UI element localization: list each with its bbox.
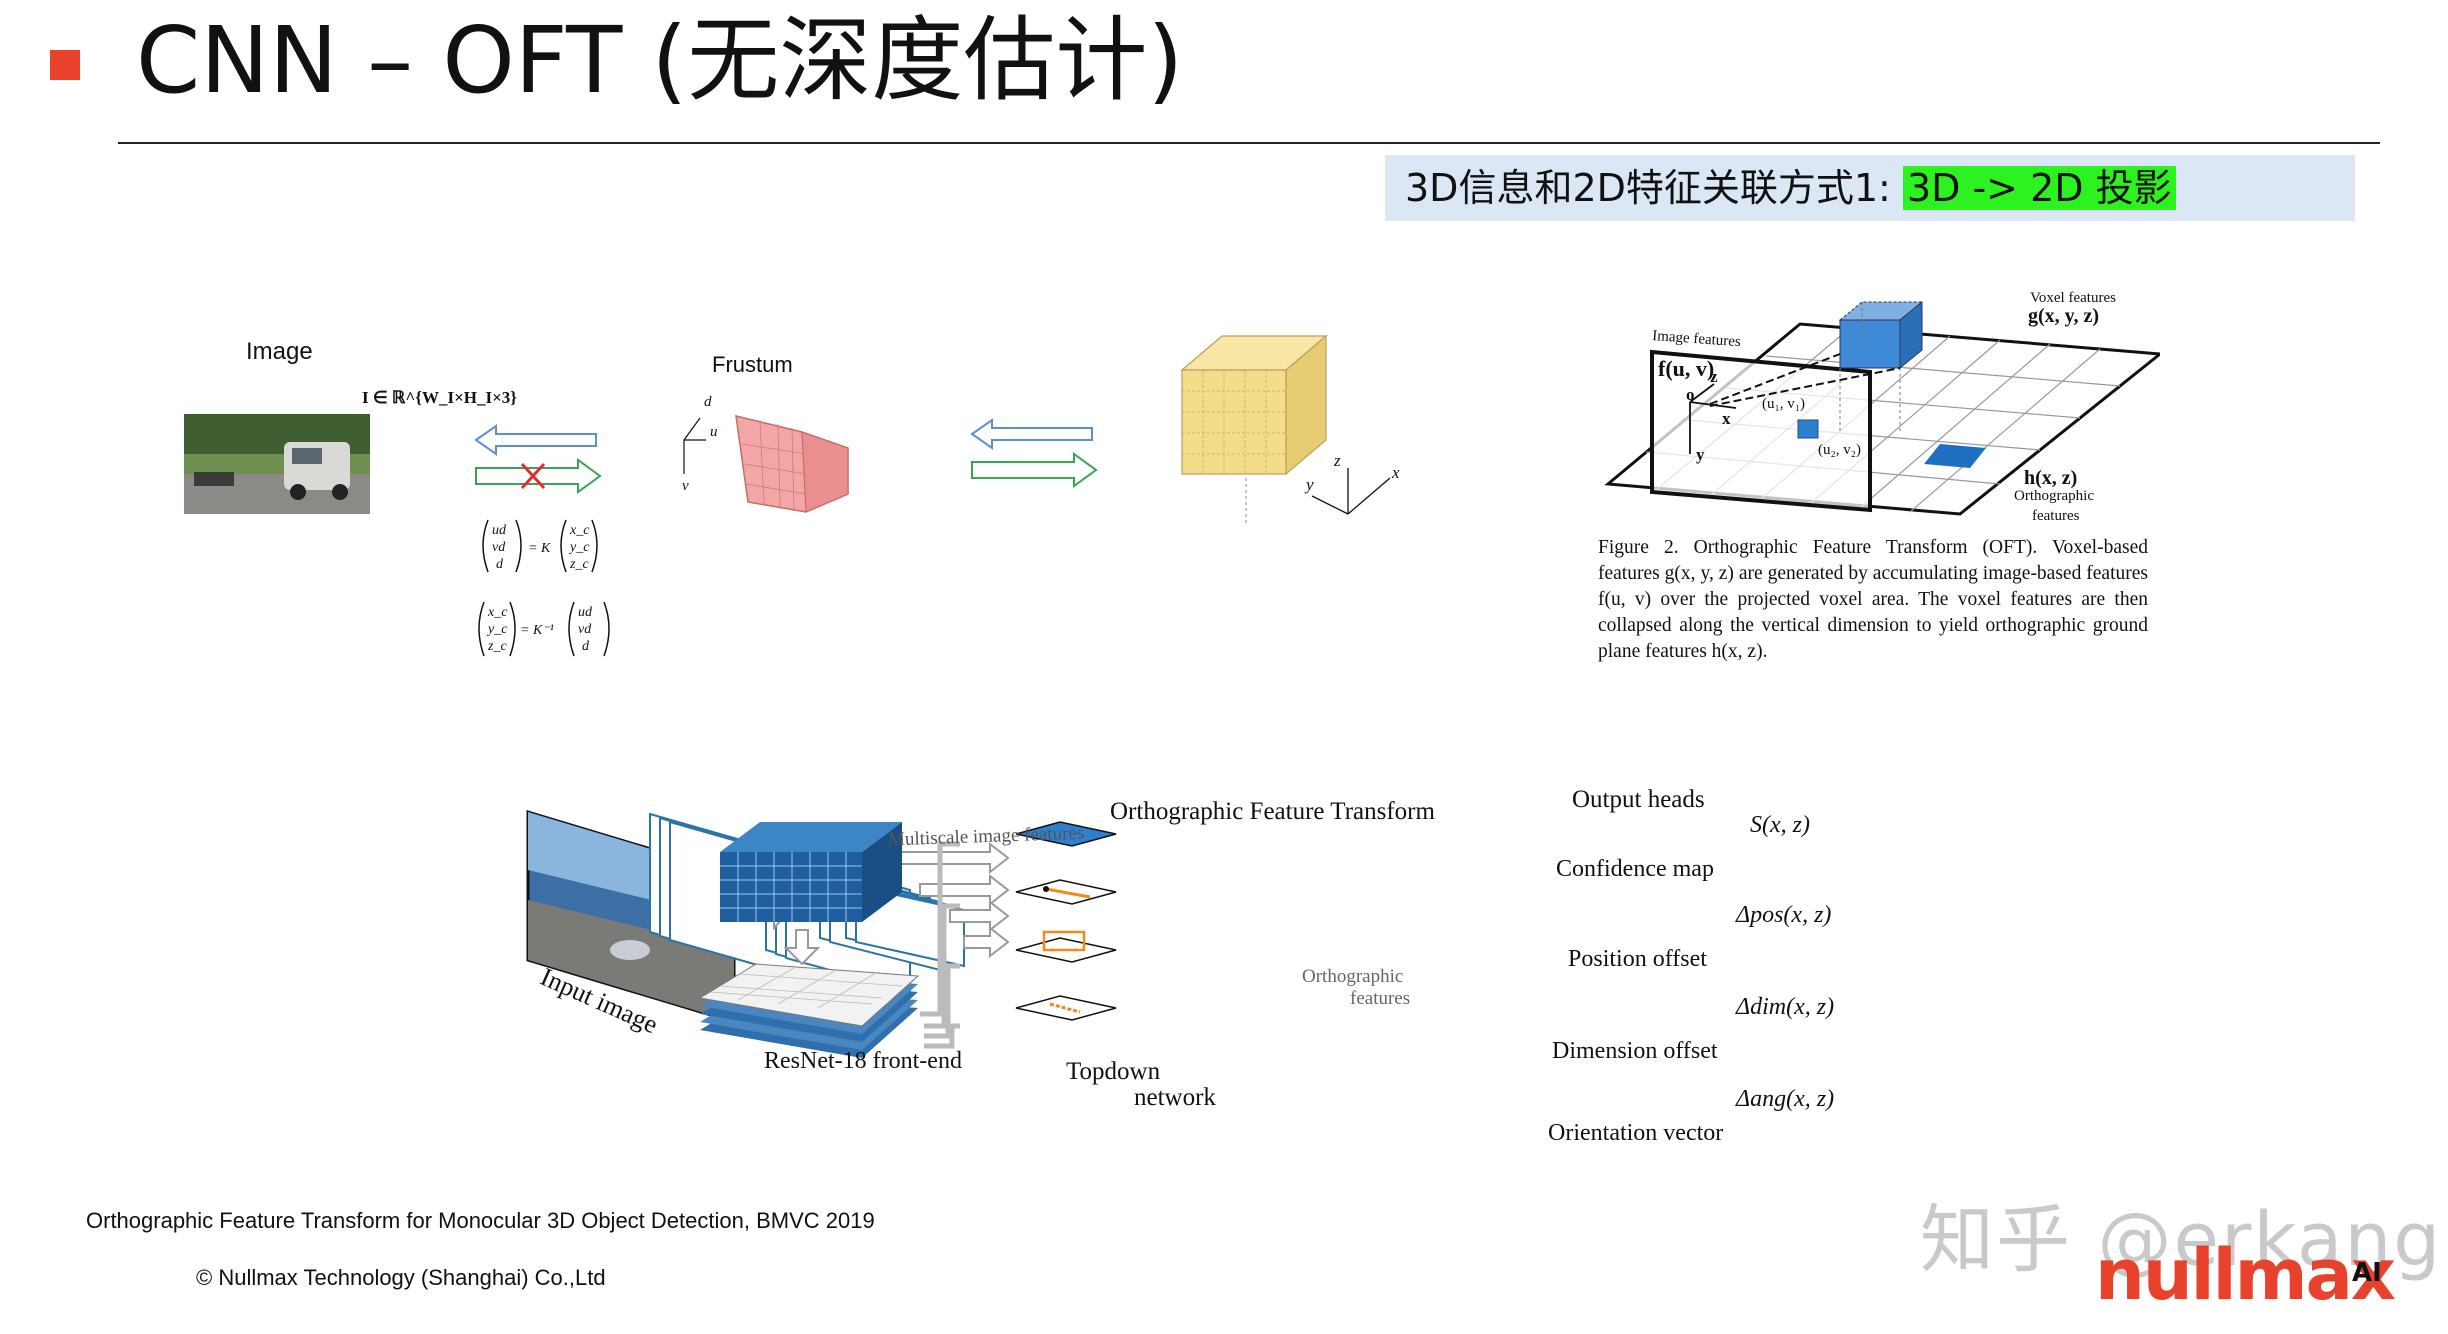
image-features-label: Image features: [1652, 328, 1742, 350]
axis-o: o: [1686, 385, 1695, 404]
projection-equations: ud vd d = K x_c y_c z_c x_c y_c z_c = K⁻…: [478, 519, 610, 657]
eq2-lhs-2: z_c: [487, 639, 507, 654]
callout-box: [1385, 155, 2355, 221]
topdown-label-2: network: [1134, 1084, 1216, 1111]
eq2-rhs-2: d: [582, 639, 590, 654]
f-uv-label: f(u, v): [1658, 356, 1714, 381]
head-0-label: Confidence map: [1556, 856, 1714, 882]
eq1-lhs-1: vd: [492, 540, 506, 555]
h-xz-label: h(x, z): [2024, 467, 2077, 489]
frustum-grid: [741, 419, 807, 511]
frustum-cube-arrows: [970, 418, 1098, 488]
voxel-features-label: Voxel features: [2030, 290, 2116, 306]
axis-x: x: [1722, 409, 1731, 428]
oft-pipeline-diagram: [526, 809, 1117, 1058]
forward-arrow-green: [475, 458, 602, 494]
frustum-axis-d: d: [704, 394, 712, 410]
voxel-cell: [1838, 300, 1924, 434]
head-3-label: Orientation vector: [1548, 1120, 1724, 1146]
orthographic-cell: [1924, 444, 1986, 468]
axis-z: z: [1710, 367, 1718, 386]
logo-ai-mark: AI: [2352, 1258, 2382, 1288]
eq1-lhs-2: d: [496, 557, 504, 572]
output-connectors: [920, 841, 960, 1049]
head-1-label: Position offset: [1568, 946, 1707, 972]
cube-grid: [1182, 370, 1286, 474]
frustum-axes: [683, 417, 706, 474]
projected-area: [1797, 419, 1819, 439]
road-image: [184, 414, 370, 514]
cube-axes: [1311, 468, 1391, 515]
cube-axis-z: z: [1333, 451, 1341, 470]
frustum-axis-v: v: [682, 478, 689, 494]
features-label: features: [2032, 508, 2080, 524]
frustum-label: Frustum: [712, 352, 793, 377]
head-2-formula: Δdim(x, z): [1736, 994, 1835, 1020]
image-frustum-arrows: [474, 424, 602, 494]
eq1-rhs-2: z_c: [569, 557, 589, 572]
eq2-rhs-1: vd: [578, 622, 592, 637]
topdown-stack: [698, 963, 920, 1058]
slide-title: CNN – OFT (无深度估计): [136, 7, 1184, 114]
figure-caption: Figure 2. Orthographic Feature Transform…: [1598, 537, 2148, 662]
uv1-label: (u₁, v₁): [1762, 396, 1805, 412]
oft-figure: o x y z f(u, v) g(x, y, z) h(x, z) Image…: [1604, 290, 2160, 524]
callout-highlight: 3D -> 2D 投影: [1902, 166, 2176, 210]
cube-axis-y: y: [1304, 475, 1314, 494]
cross-mark-icon: [520, 462, 546, 490]
cube-axis-x: x: [1391, 463, 1400, 482]
head-2-label: Dimension offset: [1552, 1038, 1718, 1064]
output-heads-label: Output heads: [1572, 786, 1705, 813]
image-plane: [1650, 349, 1872, 513]
eq2-lhs-0: x_c: [487, 605, 508, 620]
orientation-vector-icon: [1015, 995, 1117, 1021]
eq2-op: = K⁻¹: [520, 623, 554, 638]
frustum-axis-u: u: [710, 424, 718, 440]
title-divider: [118, 142, 2380, 144]
eq2-lhs-1: y_c: [486, 622, 508, 637]
topdown-label-1: Topdown: [1066, 1058, 1161, 1085]
paper-reference: Orthographic Feature Transform for Monoc…: [86, 1208, 875, 1233]
nullmax-logo: nullmax: [2095, 1234, 2396, 1316]
uv2-label: (u₂, v₂): [1818, 442, 1861, 458]
ortho-features-label-2: features: [1350, 988, 1411, 1009]
axis-y: y: [1696, 445, 1705, 464]
callout-prefix: 3D信息和2D特征关联方式1:: [1405, 166, 1903, 210]
confidence-map-icon: [1015, 821, 1117, 847]
frustum-diagram: d u v: [682, 394, 849, 513]
resnet-label: ResNet-18 front-end: [764, 1048, 962, 1074]
back-arrow-blue: [474, 424, 597, 456]
title-bullet: [50, 50, 80, 80]
camera-axes: [1689, 383, 1737, 454]
eq1-lhs-0: ud: [492, 523, 507, 538]
eq1-op: = K: [528, 541, 551, 556]
ortho-features-label-1: Orthographic: [1302, 966, 1404, 987]
g-xyz-label: g(x, y, z): [2028, 305, 2099, 327]
eq2-rhs-0: ud: [578, 605, 593, 620]
watermark: 知乎 @erkang: [1920, 1197, 2443, 1283]
orthographic-label: Orthographic: [2014, 488, 2094, 504]
image-label: Image: [246, 338, 313, 365]
image-equation: I ∈ ℝ^{W_I×H_I×3}: [362, 388, 517, 407]
eq1-rhs-0: x_c: [569, 523, 590, 538]
head-3-formula: Δang(x, z): [1736, 1086, 1835, 1112]
head-1-formula: Δpos(x, z): [1736, 902, 1832, 928]
head-0-formula: S(x, z): [1750, 812, 1810, 838]
oft-label: Orthographic Feature Transform: [1110, 798, 1435, 825]
copyright: © Nullmax Technology (Shanghai) Co.,Ltd: [196, 1265, 606, 1290]
voxel-cube: z x y: [1180, 334, 1400, 523]
callout-text: 3D信息和2D特征关联方式1: 3D -> 2D 投影: [1405, 160, 2176, 216]
voxel-block: [720, 822, 902, 922]
collapse-arrow: [783, 929, 821, 966]
eq1-rhs-1: y_c: [568, 540, 590, 555]
